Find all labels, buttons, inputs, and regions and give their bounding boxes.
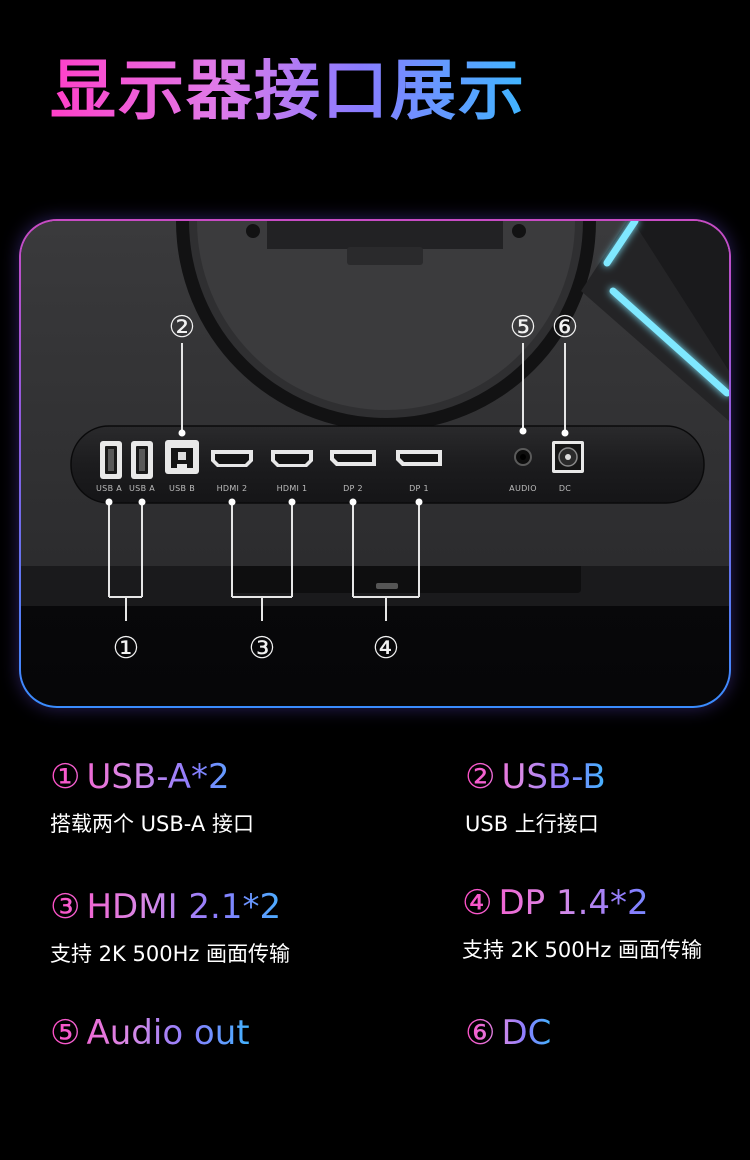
port-label-dc: DC [558, 484, 572, 493]
rgb-light-strips [581, 221, 729, 421]
page-title: 显示器接口展示 [50, 52, 526, 129]
marker-5: ⑤ [509, 310, 537, 345]
spec-name: HDMI 2.1*2 [86, 887, 282, 927]
marker-6: ⑥ [551, 310, 579, 345]
hdmi-1-port [271, 450, 313, 467]
spec-number: ③ [50, 887, 81, 927]
audio-jack [514, 448, 532, 466]
dc-jack [552, 441, 584, 473]
callout-lines [108, 343, 566, 621]
marker-1: ① [112, 631, 140, 666]
spec-description: 搭载两个 USB-A 接口 [50, 812, 254, 836]
monitor-port-panel: USB A USB A USB B HDMI 2 HDMI 1 DP 2 DP … [19, 219, 731, 708]
spec-description: 支持 2K 500Hz 画面传输 [462, 938, 703, 962]
usb-a-port-1 [100, 441, 122, 479]
port-label-hdmi-1: HDMI 1 [276, 484, 308, 493]
port-label-usb-a-2: USB A [129, 484, 155, 493]
dp-2-port [330, 450, 376, 466]
port-label-dp-2: DP 2 [343, 484, 363, 493]
spec-name: USB-A*2 [86, 757, 230, 797]
spec-number: ① [50, 757, 81, 797]
port-label-usb-b: USB B [169, 484, 195, 493]
monitor-rear-illustration [21, 221, 729, 621]
usb-a-port-2 [131, 441, 153, 479]
port-label-dp-1: DP 1 [409, 484, 429, 493]
marker-3: ③ [248, 631, 276, 666]
spec-number: ⑥ [465, 1013, 496, 1053]
spec-name: DC [501, 1013, 552, 1053]
spec-name: USB-B [501, 757, 606, 797]
stand-mount [176, 221, 596, 431]
marker-4: ④ [372, 631, 400, 666]
spec-name: Audio out [86, 1013, 250, 1053]
spec-number: ④ [462, 883, 493, 923]
port-label-audio: AUDIO [509, 484, 537, 493]
port-label-hdmi-2: HDMI 2 [216, 484, 248, 493]
usb-b-port [165, 440, 199, 474]
port-strip [70, 425, 705, 504]
spec-number: ② [465, 757, 496, 797]
port-label-usb-a-1: USB A [96, 484, 122, 493]
marker-2: ② [168, 310, 196, 345]
hdmi-2-port [211, 450, 253, 467]
spec-description: 支持 2K 500Hz 画面传输 [50, 942, 291, 966]
spec-description: USB 上行接口 [465, 812, 599, 836]
spec-name: DP 1.4*2 [498, 883, 649, 923]
dp-1-port [396, 450, 442, 466]
spec-number: ⑤ [50, 1013, 81, 1053]
